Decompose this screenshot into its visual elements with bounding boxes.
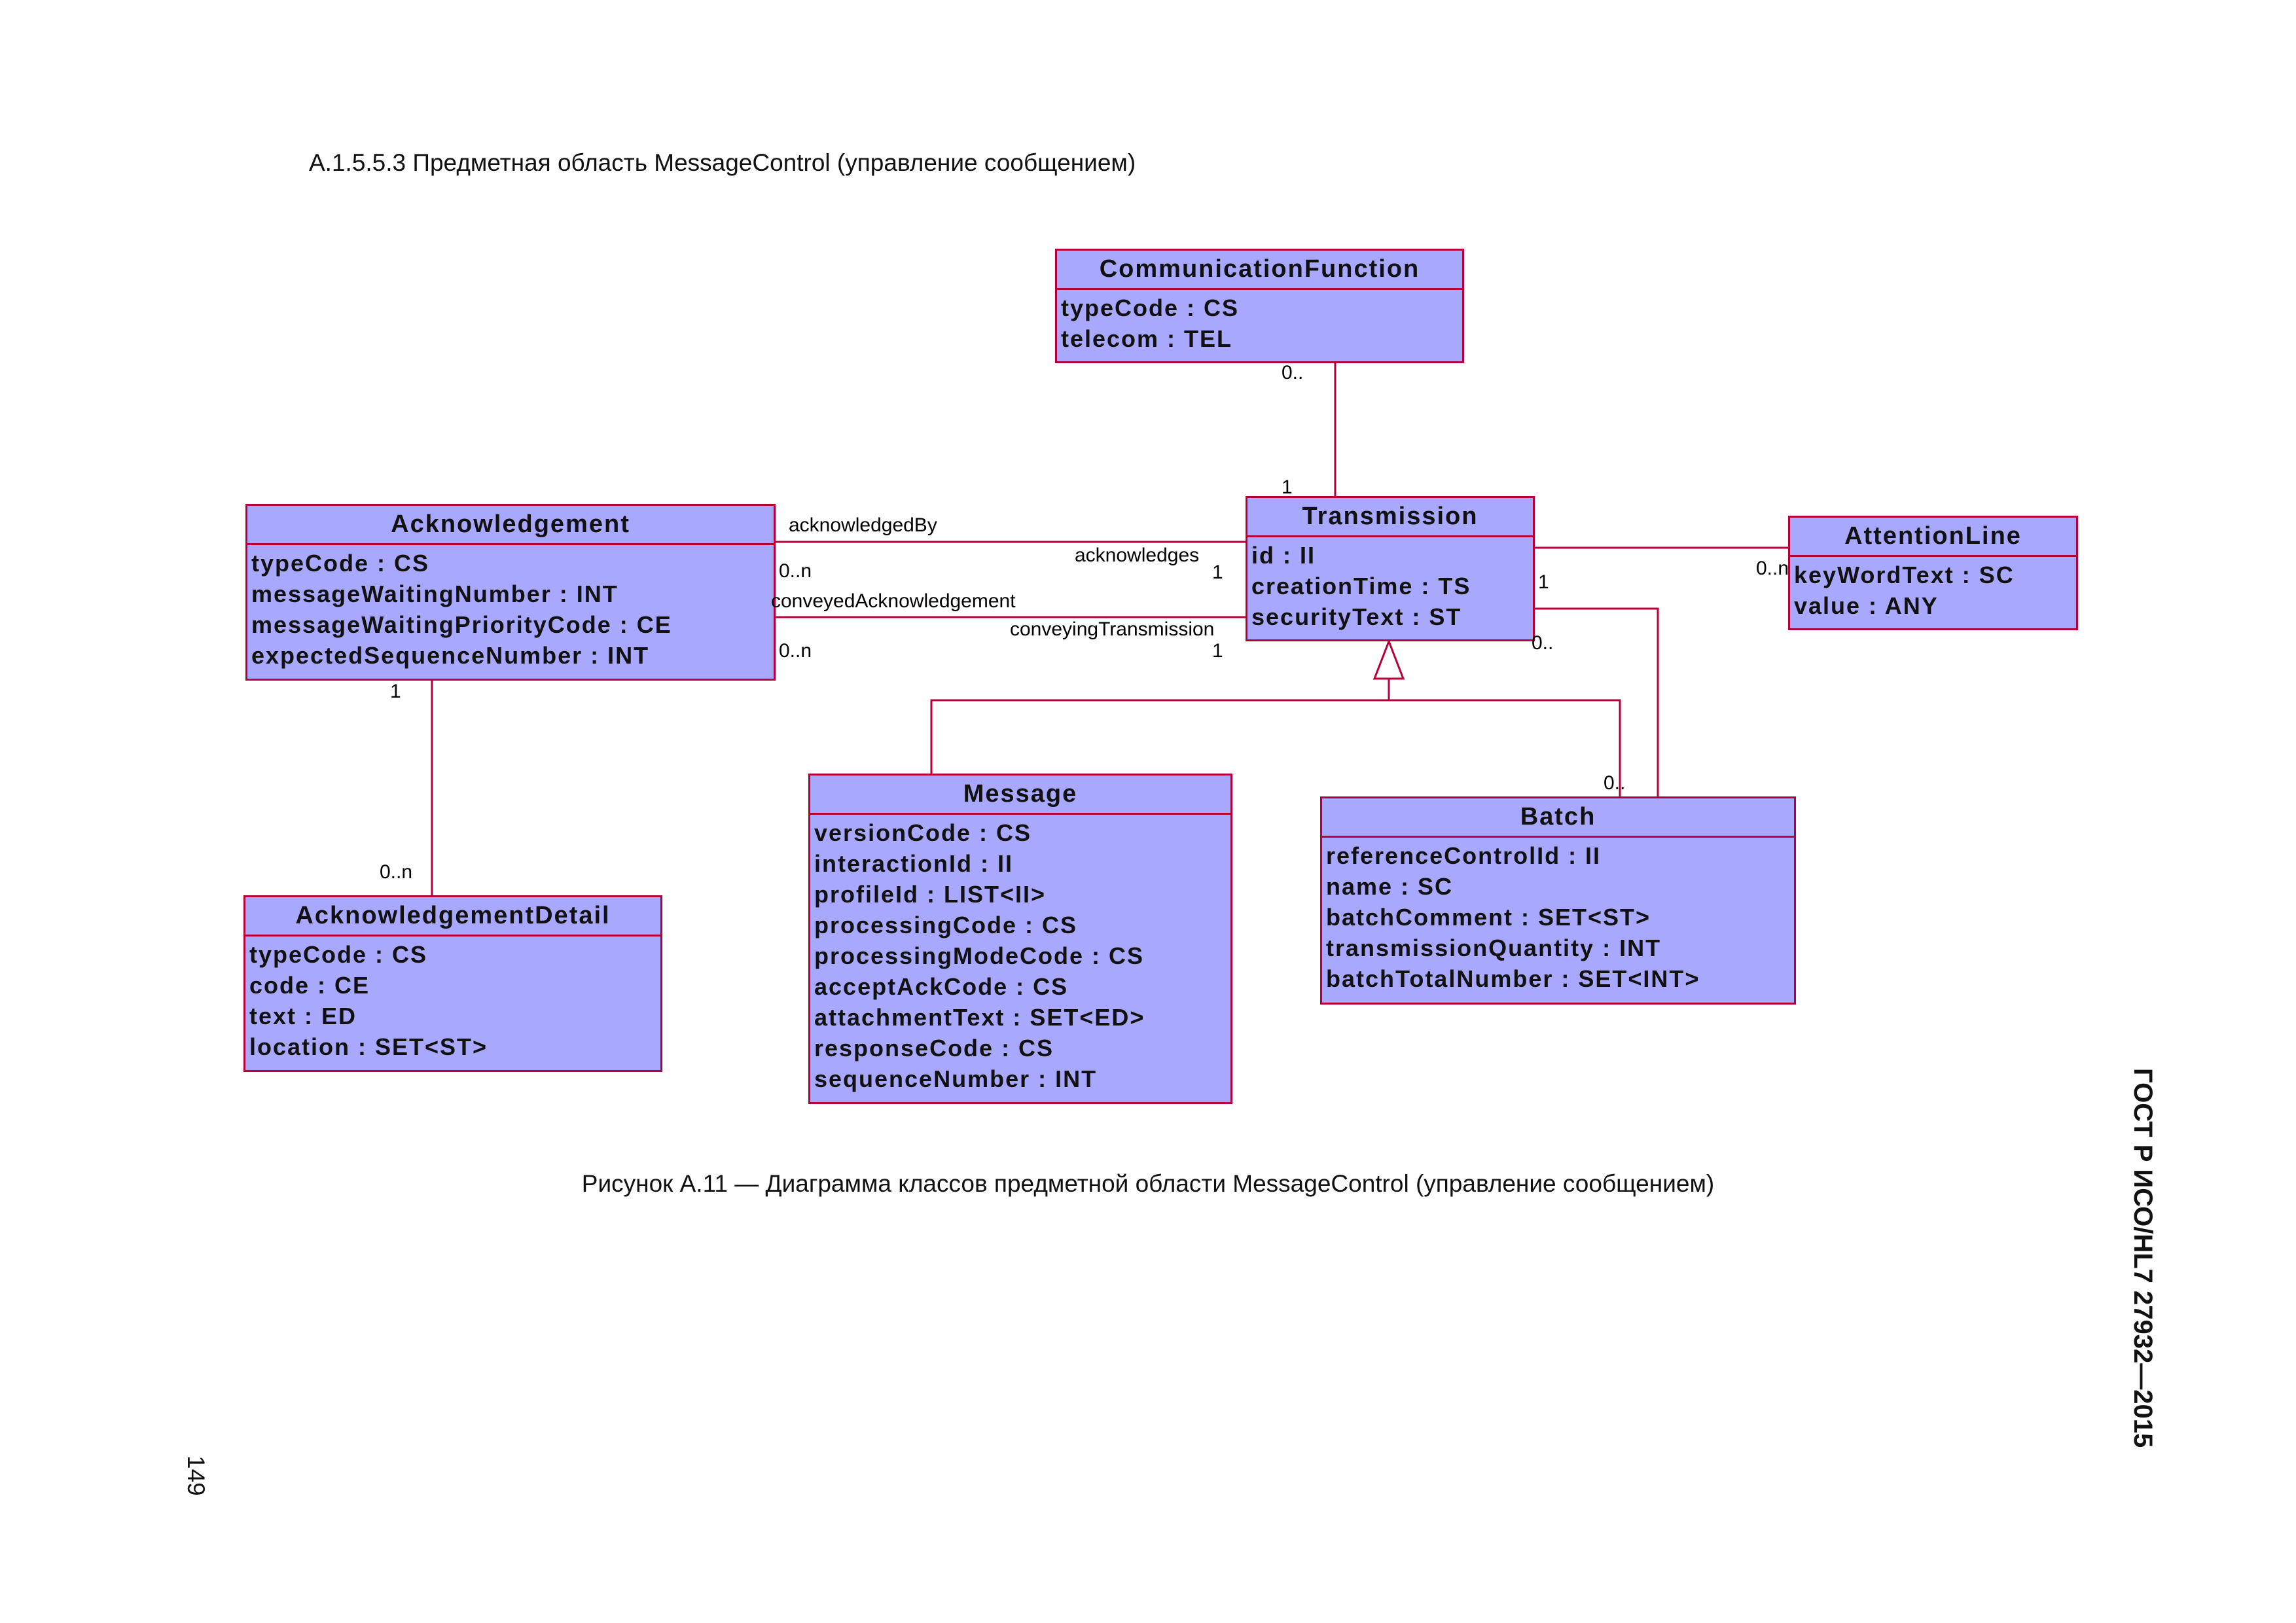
class-name: CommunicationFunction (1057, 251, 1462, 290)
attribute: responseCode : CS (814, 1035, 1054, 1061)
attribute: processingCode : CS (814, 912, 1078, 938)
class-name: Transmission (1247, 498, 1533, 537)
attribute: telecom : TEL (1061, 325, 1233, 352)
attribute: messageWaitingNumber : INT (251, 580, 619, 607)
role-acknowledged-by: acknowledgedBy (789, 514, 937, 536)
attribute: creationTime : TS (1251, 573, 1471, 599)
mult-batch: 0.. (1604, 772, 1626, 794)
attribute: batchComment : SET<ST> (1326, 904, 1651, 931)
role-acknowledges: acknowledges (1075, 544, 1200, 566)
generalization-arrow (1372, 638, 1405, 680)
class-communication-function[interactable]: CommunicationFunction typeCode : CS tele… (1055, 249, 1464, 363)
attribute: typeCode : CS (249, 941, 428, 968)
role-conveying-transmission: conveyingTransmission (1010, 618, 1215, 640)
attribute: versionCode : CS (814, 819, 1032, 846)
class-name: AcknowledgementDetail (245, 897, 660, 936)
attribute: name : SC (1326, 873, 1454, 900)
mult-transmission-cf: 1 (1282, 476, 1293, 498)
attribute: attachmentText : SET<ED> (814, 1004, 1145, 1031)
attribute: profileId : LIST<II> (814, 881, 1047, 908)
page-number: 149 (183, 1455, 209, 1496)
mult-ack-bottom: 0..n (779, 640, 812, 662)
mult-transmission-batch: 0.. (1532, 632, 1554, 654)
document-code: ГОСТ Р ИСО/HL7 27932—2015 (2128, 1068, 2157, 1448)
attribute: sequenceNumber : INT (814, 1065, 1098, 1092)
class-name: Message (810, 776, 1230, 815)
attribute: securityText : ST (1251, 603, 1462, 630)
attribute: batchTotalNumber : SET<INT> (1326, 965, 1700, 992)
attribute: transmissionQuantity : INT (1326, 935, 1662, 961)
class-acknowledgement[interactable]: Acknowledgement typeCode : CS messageWai… (245, 504, 776, 681)
attribute: text : ED (249, 1003, 357, 1029)
mult-transmission-al: 1 (1538, 571, 1549, 593)
mult-cf: 0.. (1282, 362, 1304, 383)
mult-acknowledges: 1 (1212, 562, 1223, 583)
class-acknowledgement-detail[interactable]: AcknowledgementDetail typeCode : CS code… (243, 895, 662, 1072)
mult-ack-detail: 0..n (380, 861, 413, 883)
class-batch[interactable]: Batch referenceControlId : II name : SC … (1320, 796, 1796, 1005)
class-name: Batch (1322, 798, 1794, 838)
attribute: expectedSequenceNumber : INT (251, 642, 650, 669)
mult-conveying: 1 (1212, 640, 1223, 662)
figure-caption: Рисунок А.11 — Диаграмма классов предмет… (581, 1170, 1715, 1197)
section-heading: А.1.5.5.3 Предметная область MessageCont… (309, 149, 1136, 176)
attribute: location : SET<ST> (249, 1033, 488, 1060)
attribute: keyWordText : SC (1794, 562, 2015, 588)
mult-attention-line: 0..n (1756, 558, 1789, 579)
attribute: processingModeCode : CS (814, 942, 1145, 969)
mult-ack-detail-src: 1 (390, 681, 401, 702)
line-generalization-batch (1389, 699, 1621, 796)
attribute: typeCode : CS (1061, 294, 1240, 321)
mult-ack-top: 0..n (779, 560, 812, 582)
attribute: typeCode : CS (251, 550, 430, 577)
role-conveyed-ack: conveyedAcknowledgement (771, 590, 1016, 612)
attribute: value : ANY (1794, 592, 1939, 619)
class-name: AttentionLine (1790, 518, 2076, 557)
class-name: Acknowledgement (247, 506, 774, 545)
attribute: messageWaitingPriorityCode : CE (251, 611, 672, 638)
attribute: acceptAckCode : CS (814, 973, 1069, 1000)
attribute: id : II (1251, 542, 1316, 569)
class-transmission[interactable]: Transmission id : II creationTime : TS s… (1246, 496, 1535, 641)
attribute: code : CE (249, 972, 370, 999)
attribute: interactionId : II (814, 850, 1014, 877)
attribute: referenceControlId : II (1326, 842, 1602, 869)
line-generalization (930, 679, 1390, 774)
class-attention-line[interactable]: AttentionLine keyWordText : SC value : A… (1788, 516, 2078, 630)
line-transmission-batch (1534, 607, 1659, 796)
class-message[interactable]: Message versionCode : CS interactionId :… (808, 774, 1232, 1104)
